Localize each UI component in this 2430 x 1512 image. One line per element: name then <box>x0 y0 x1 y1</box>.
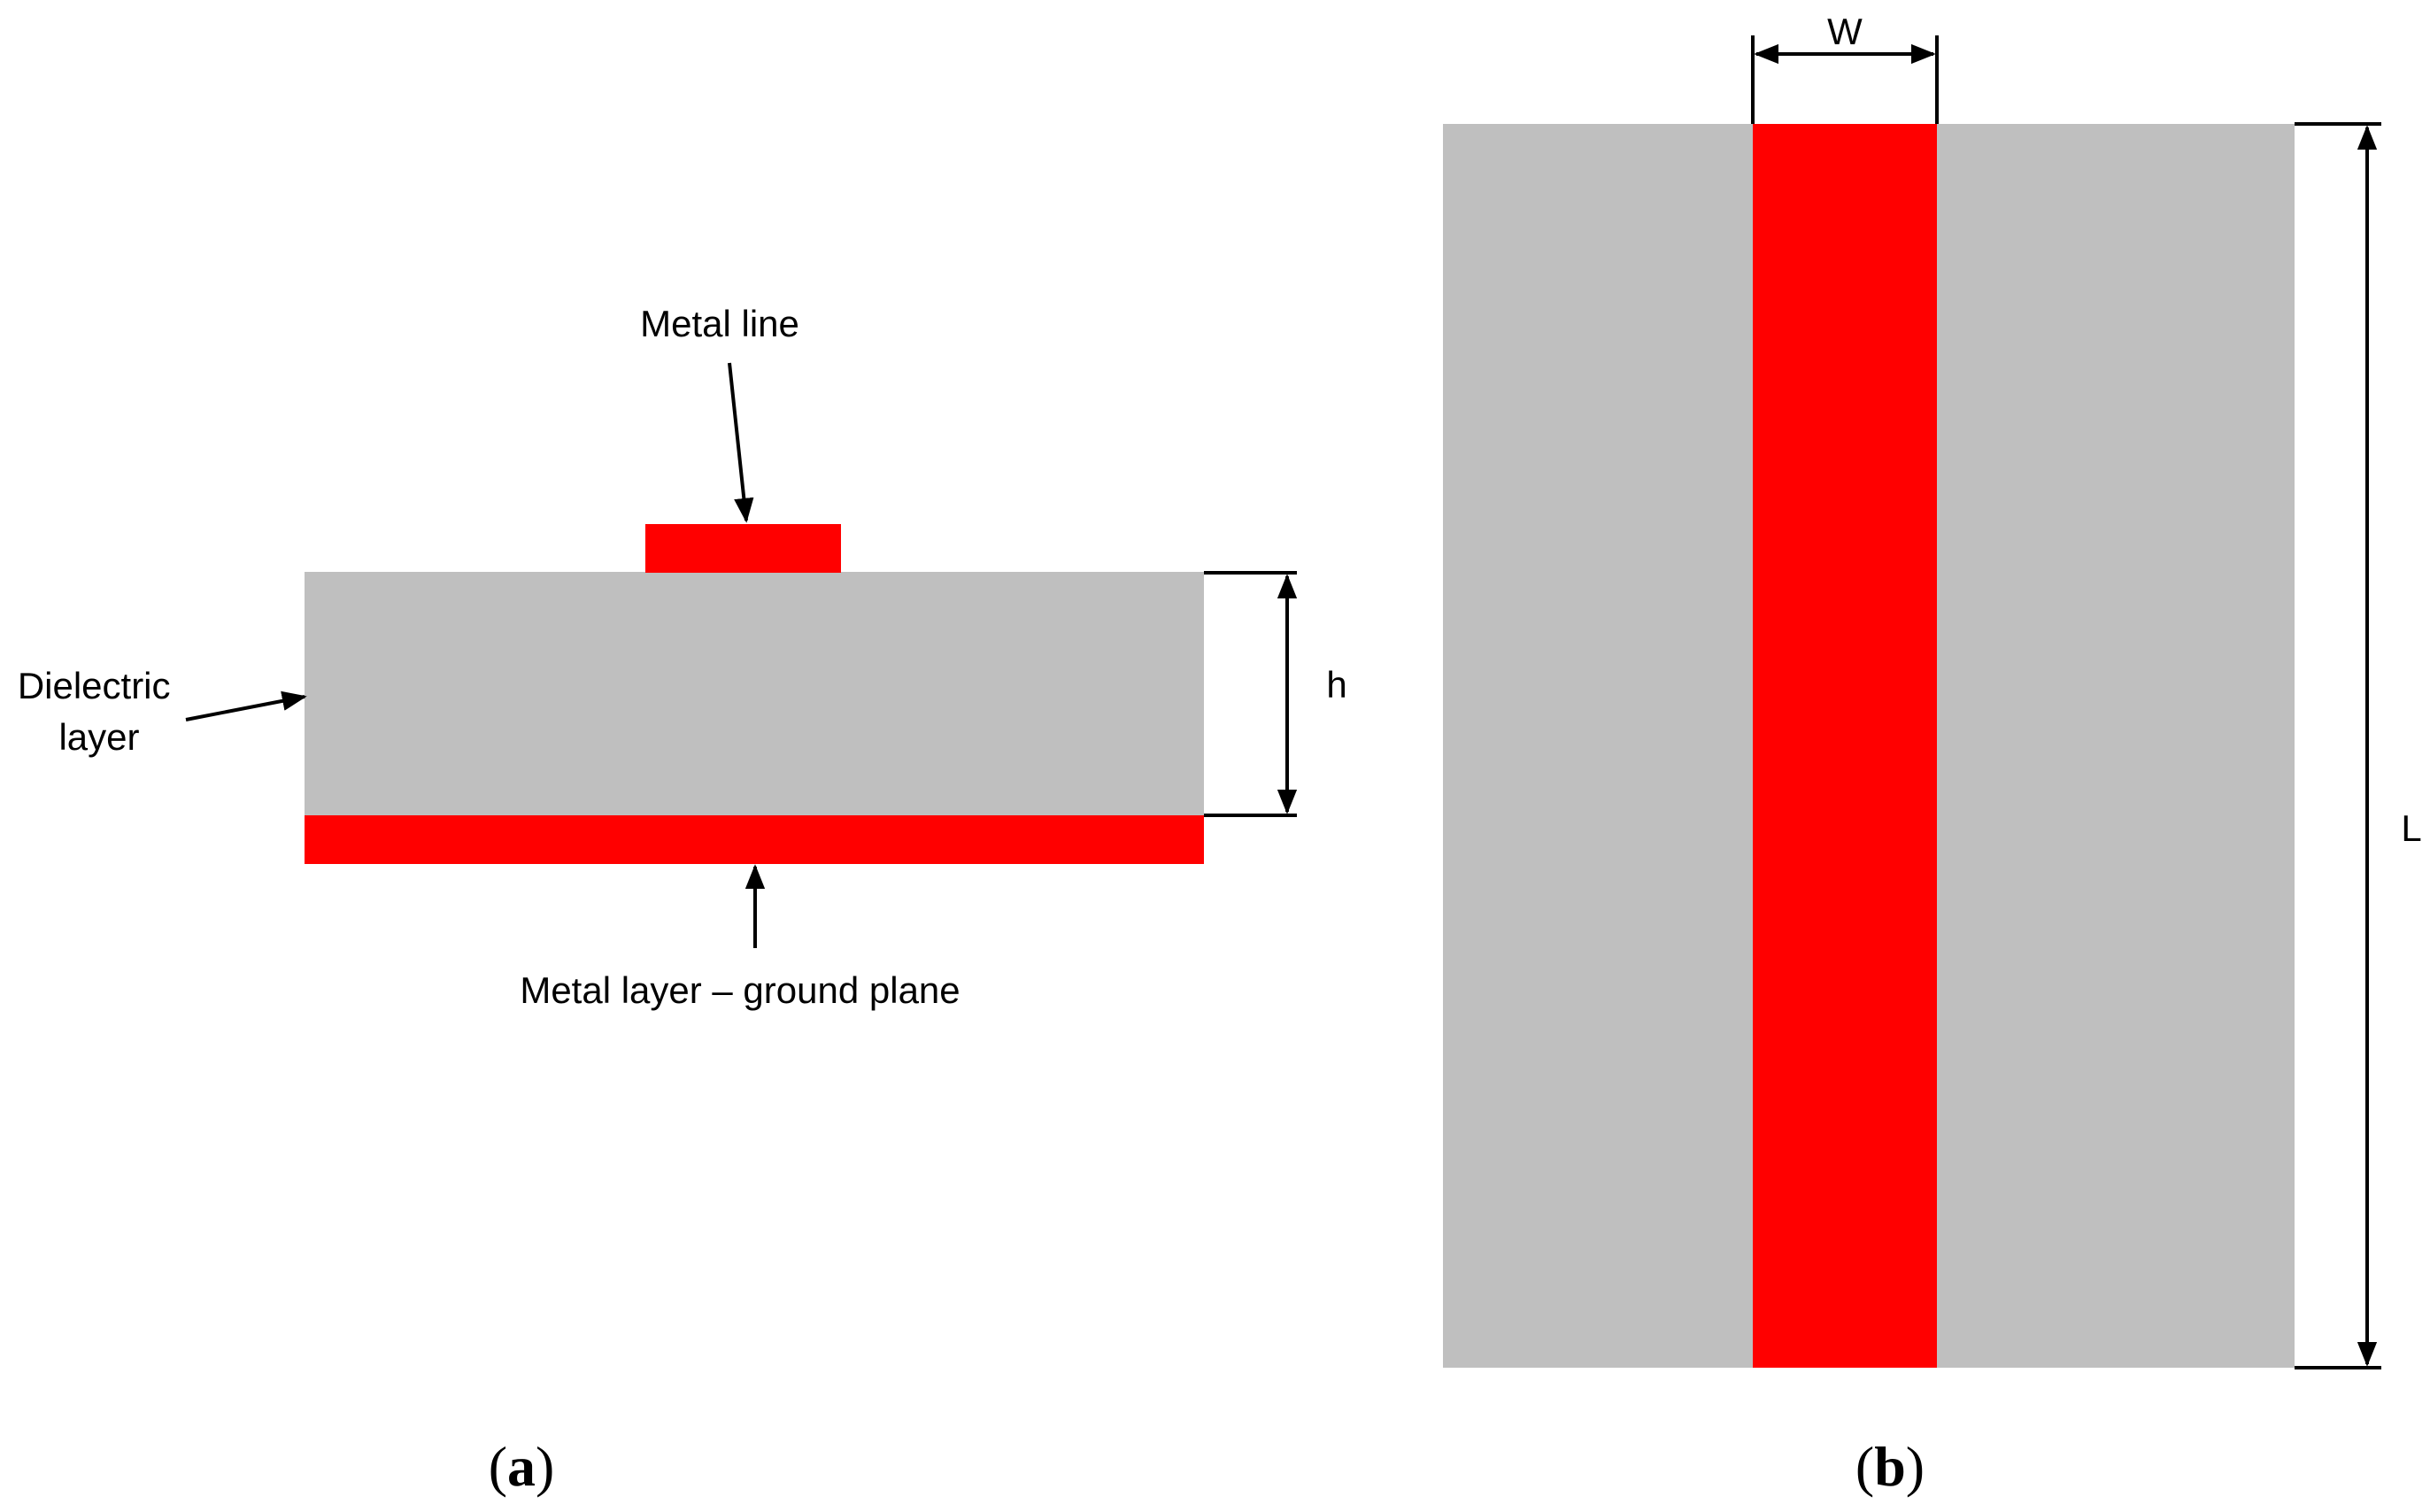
panel-a-cross-section: Metal line Dielectric layer Metal layer … <box>18 303 1347 1498</box>
panel-b-top-view: W L (b) <box>1443 11 2422 1498</box>
dielectric-label: Dielectric layer <box>18 665 181 758</box>
caption-a: (a) <box>489 1435 555 1498</box>
dielectric-layer <box>305 572 1204 816</box>
ground-plane-label: Metal layer – ground plane <box>520 969 960 1011</box>
metal-line-label: Metal line <box>640 303 799 344</box>
dielectric-label-line2: layer <box>58 716 139 758</box>
caption-a-letter: a <box>507 1435 536 1498</box>
metal-line-arrow <box>728 362 754 523</box>
metal-line-strip <box>645 524 841 573</box>
caption-b-letter: b <box>1874 1435 1906 1498</box>
metal-strip-top-view <box>1753 124 1937 1368</box>
dielectric-arrow <box>185 690 307 721</box>
length-label: L <box>2401 807 2421 849</box>
caption-b: (b) <box>1855 1435 1925 1498</box>
height-label: h <box>1326 664 1346 706</box>
ground-plane <box>305 815 1204 864</box>
dielectric-label-line1: Dielectric <box>18 665 171 706</box>
width-label: W <box>1827 11 1863 52</box>
